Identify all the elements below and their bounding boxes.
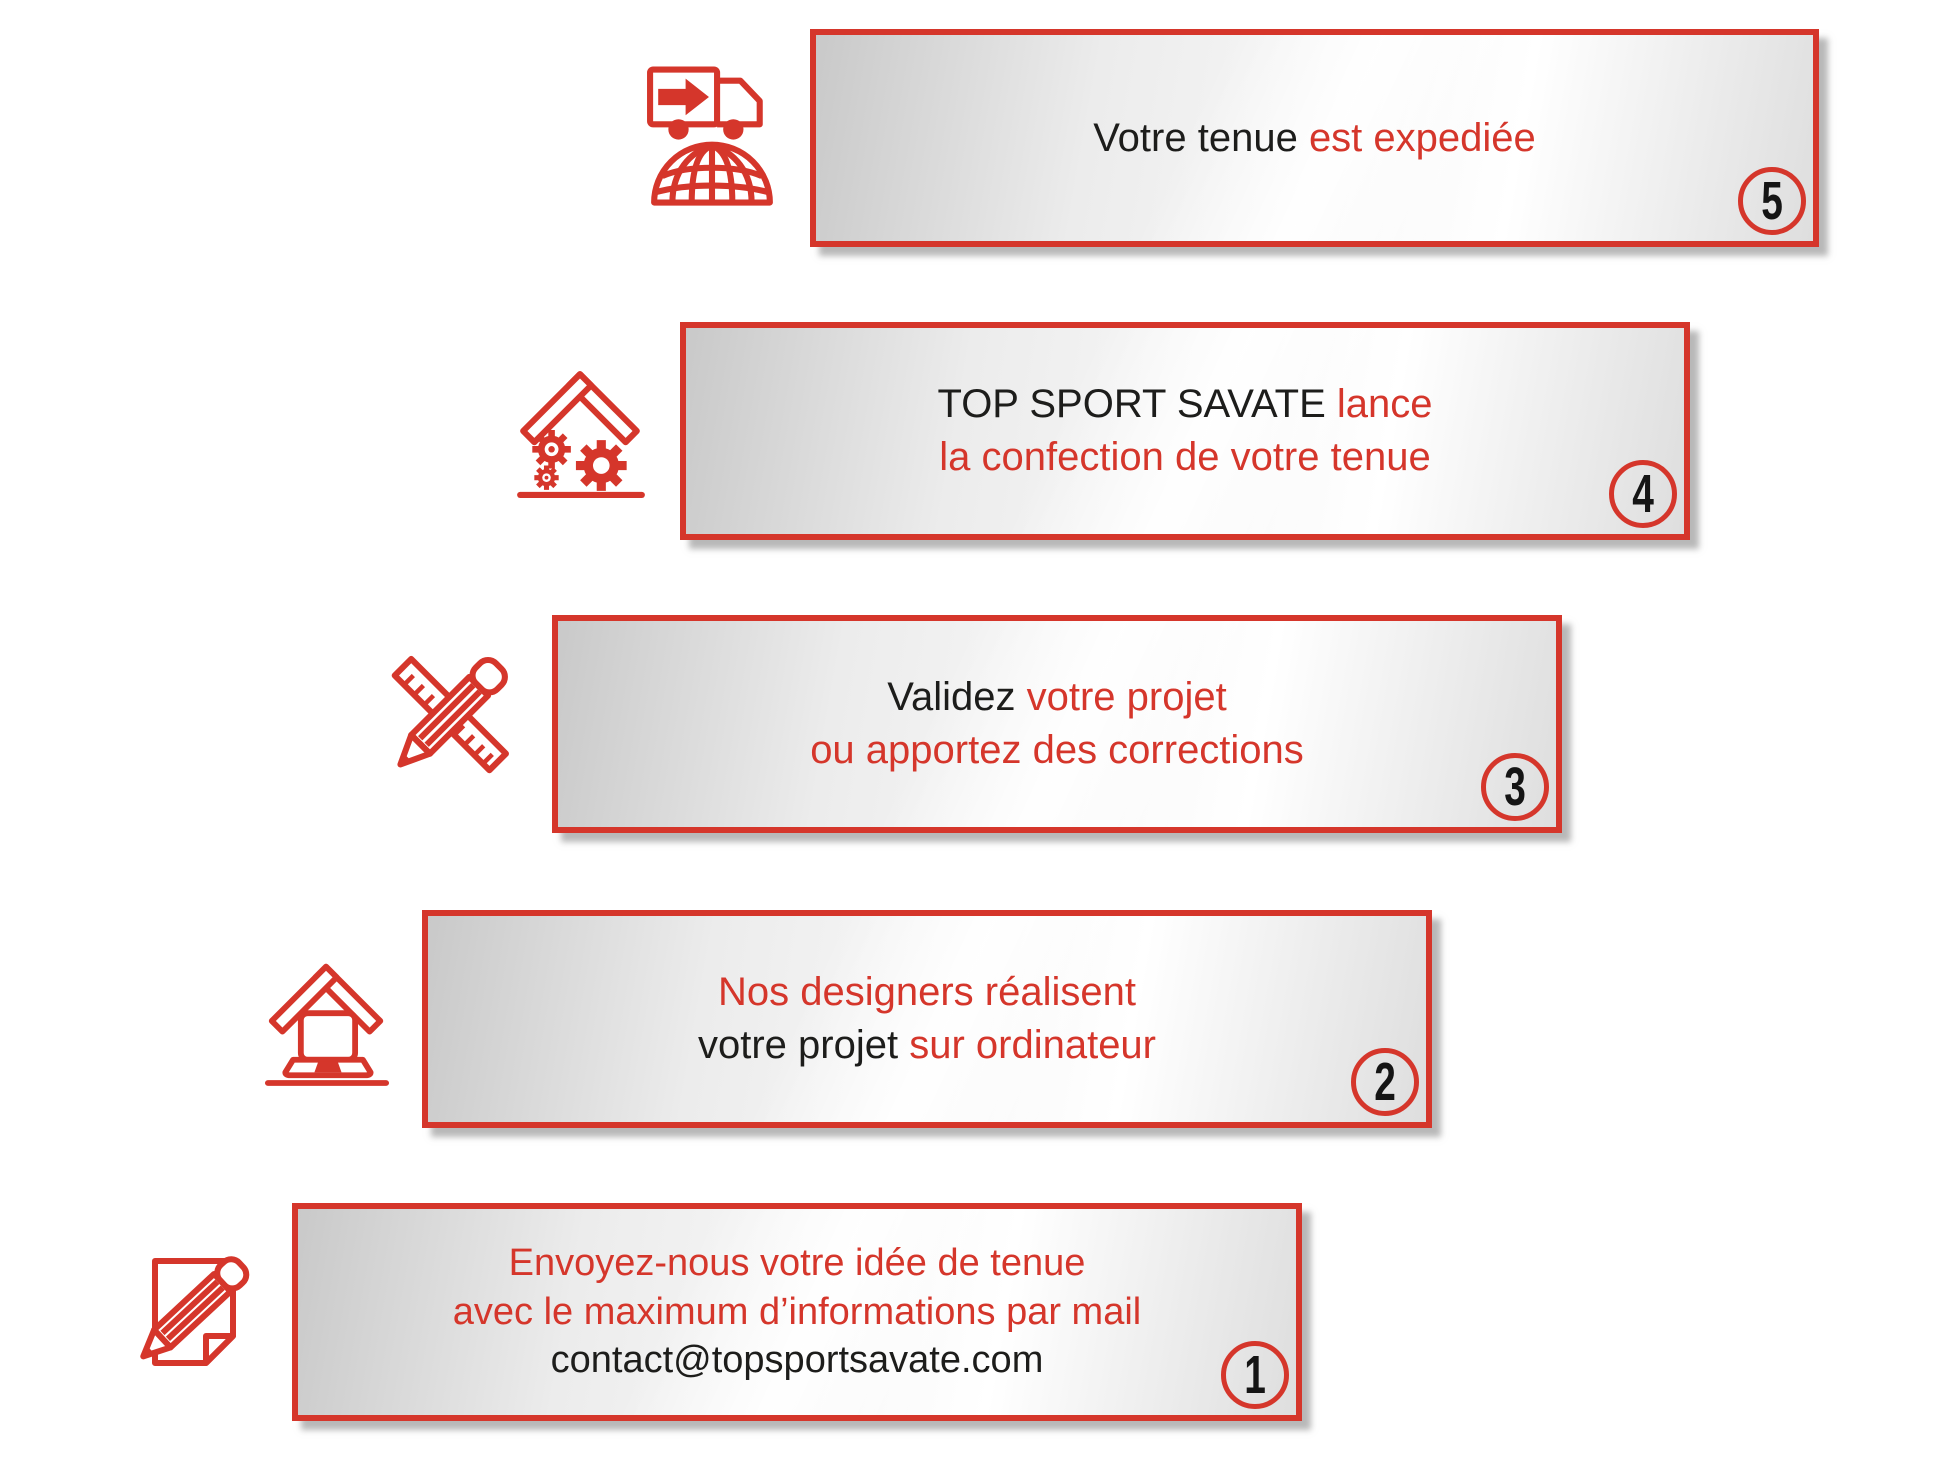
step-5-badge: 5 bbox=[1738, 167, 1806, 235]
step-number: 4 bbox=[1632, 464, 1654, 524]
step-4-badge: 4 bbox=[1609, 460, 1677, 528]
pencil bbox=[397, 656, 508, 768]
step-3-badge: 3 bbox=[1481, 753, 1549, 821]
step-2-badge: 2 bbox=[1351, 1048, 1419, 1116]
text-line: avec le maximum d’informations par mail bbox=[298, 1288, 1296, 1337]
pencil bbox=[140, 1256, 250, 1360]
step-text-segment: lance bbox=[1336, 382, 1433, 427]
gears bbox=[532, 430, 627, 491]
step-text-segment: est expediée bbox=[1308, 115, 1536, 160]
step-text-segment: Envoyez-nous votre idée de tenue bbox=[508, 1242, 1086, 1285]
workshop-gears-icon bbox=[515, 360, 647, 500]
step-5-panel: Votre tenue est expediée 5 bbox=[810, 29, 1819, 247]
step-text-segment: sur ordinateur bbox=[909, 1023, 1156, 1067]
text-line: Votre tenue est expediée bbox=[816, 112, 1813, 165]
step-2-panel: Nos designers réalisent votre projet sur… bbox=[422, 910, 1432, 1128]
text-line: Envoyez-nous votre idée de tenue bbox=[298, 1239, 1296, 1288]
delivery-truck-globe-icon bbox=[645, 60, 779, 208]
step-1-panel: Envoyez-nous votre idée de tenue avec le… bbox=[292, 1203, 1302, 1421]
step-number: 2 bbox=[1374, 1052, 1396, 1112]
step-text-segment: TOP SPORT SAVATE bbox=[937, 382, 1337, 427]
step-text-segment: contact@topsportsavate.com bbox=[550, 1339, 1044, 1382]
text-line: ou apportez des corrections bbox=[558, 724, 1556, 777]
step-2-text: Nos designers réalisent votre projet sur… bbox=[428, 966, 1426, 1072]
roof bbox=[520, 371, 640, 446]
step-text-segment: votre projet bbox=[1026, 675, 1227, 720]
text-line: Nos designers réalisent bbox=[428, 966, 1426, 1019]
step-3-text: Validez votre projet ou apportez des cor… bbox=[558, 671, 1556, 777]
step-text-segment: Validez bbox=[887, 675, 1027, 720]
step-4-panel: TOP SPORT SAVATE lance la confection de … bbox=[680, 322, 1690, 540]
text-line: la confection de votre tenue bbox=[686, 431, 1684, 484]
step-text-segment: Nos designers réalisent bbox=[718, 970, 1136, 1015]
step-text-segment: votre projet bbox=[697, 1023, 910, 1067]
note-pencil-icon bbox=[133, 1248, 261, 1376]
text-line: contact@topsportsavate.com bbox=[298, 1336, 1296, 1385]
step-text-segment: avec le maximum d’informations par mail bbox=[452, 1290, 1142, 1333]
step-text-segment: la confection de votre tenue bbox=[939, 435, 1431, 479]
ruler-pencil-icon bbox=[386, 650, 518, 788]
globe bbox=[651, 141, 773, 206]
step-5-text: Votre tenue est expediée bbox=[816, 112, 1813, 165]
text-line: votre projet sur ordinateur bbox=[428, 1019, 1426, 1072]
roof bbox=[268, 963, 384, 1035]
laptop bbox=[282, 1010, 374, 1079]
design-computer-icon bbox=[264, 953, 390, 1087]
text-line: TOP SPORT SAVATE lance bbox=[686, 378, 1684, 431]
truck bbox=[647, 66, 763, 140]
step-1-badge: 1 bbox=[1221, 1341, 1289, 1409]
step-4-text: TOP SPORT SAVATE lance la confection de … bbox=[686, 378, 1684, 484]
step-1-text: Envoyez-nous votre idée de tenue avec le… bbox=[298, 1239, 1296, 1385]
step-number: 5 bbox=[1761, 171, 1783, 231]
step-text-segment: Votre tenue bbox=[1093, 115, 1309, 160]
step-number: 1 bbox=[1244, 1345, 1266, 1405]
text-line: Validez votre projet bbox=[558, 671, 1556, 724]
step-3-panel: Validez votre projet ou apportez des cor… bbox=[552, 615, 1562, 833]
step-number: 3 bbox=[1504, 757, 1526, 817]
step-text-segment: ou apportez des corrections bbox=[810, 728, 1304, 772]
